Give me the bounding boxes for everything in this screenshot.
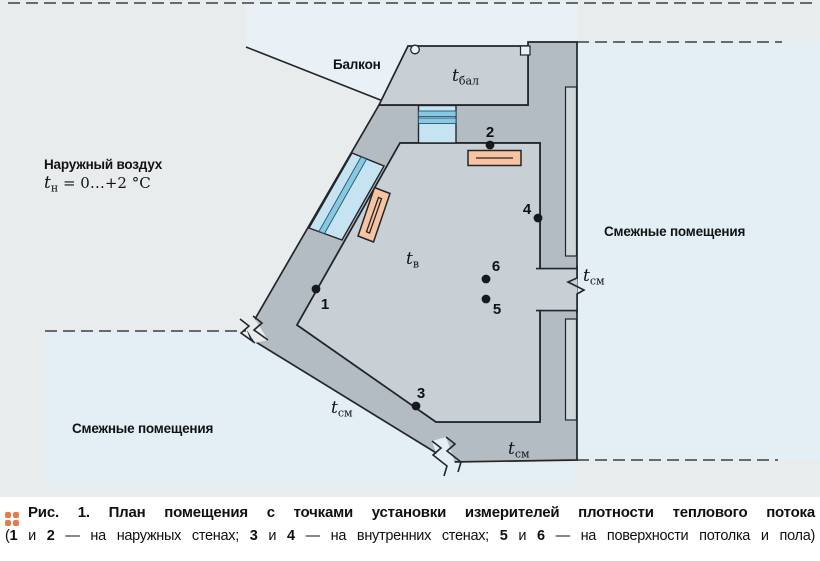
adjacent-rooms-right-label: Смежные помещения <box>604 224 745 239</box>
measurement-point-label-5: 5 <box>493 301 501 318</box>
floor-plan-svg: 1 2 3 4 5 6 Балкон tбал Наружный воздух tн = … <box>0 0 820 497</box>
measurement-point-4 <box>533 213 543 223</box>
adjacent-rooms-right-region <box>577 42 820 460</box>
t-sm-label-right: tсм <box>583 266 605 288</box>
caption-line-2: (1 и 2 — на наружных стенах; 3 и 4 — на … <box>5 528 815 544</box>
t-sm-label-left: tсм <box>331 398 353 420</box>
room-floor <box>295 142 541 423</box>
adjacent-rooms-bottom-label: Смежные помещения <box>72 421 213 436</box>
radiator-left <box>357 186 391 243</box>
measurement-point-5 <box>481 294 491 304</box>
measurement-point-1 <box>311 284 321 294</box>
caption-title: Рис. 1. План помещения с точками установ… <box>28 504 815 521</box>
balcony-floor <box>377 45 529 106</box>
balcony-pier <box>519 45 531 56</box>
window-glazing-stripe <box>318 156 368 235</box>
wall-break-symbol-bottom-2 <box>445 436 462 473</box>
measurement-point-label-6: 6 <box>492 258 500 275</box>
measurement-point-label-3: 3 <box>417 385 425 402</box>
balcony-exterior-region <box>246 4 577 100</box>
measurement-point-2 <box>485 140 495 150</box>
measurement-point-label-2: 2 <box>486 124 494 141</box>
t-sm-label-bottom: tсм <box>508 439 530 461</box>
measurement-point-label-4: 4 <box>523 201 532 218</box>
figure-marker-icon <box>5 512 19 526</box>
door-opening <box>535 269 578 310</box>
balcony-label: Балкон <box>333 57 381 72</box>
balcony-corner-post <box>410 44 420 55</box>
wall-pier-lower <box>564 318 578 421</box>
adjacent-rooms-bottom-region <box>45 332 577 486</box>
measurement-point-label-1: 1 <box>321 296 329 313</box>
figure-caption: Рис. 1. План помещения с точками установ… <box>0 497 820 546</box>
measurement-point-6 <box>481 274 491 284</box>
wall-pier-upper <box>564 86 578 257</box>
wall-break-symbol-left-2 <box>252 315 269 341</box>
radiator-left-element <box>365 196 383 234</box>
t-v-label: tв <box>406 249 419 271</box>
t-bal-label: tбал <box>452 66 479 88</box>
outdoor-air-label: Наружный воздух <box>44 157 163 172</box>
wall-break-symbol-bottom <box>431 440 448 477</box>
window-glazing-stripe <box>418 110 457 117</box>
window-glazing-stripe <box>418 117 457 124</box>
wall-break-symbol-right <box>566 266 586 313</box>
measurement-point-3 <box>411 401 421 411</box>
balcony-boundary-line <box>245 46 389 104</box>
wall-break-symbol-left <box>239 318 256 344</box>
outdoor-air-temp-label: tн = 0…+2 °С <box>44 173 151 195</box>
caption-line-1: Рис. 1. План помещения с точками установ… <box>5 502 815 526</box>
measurement-points: 1 2 3 4 5 6 <box>311 124 543 411</box>
